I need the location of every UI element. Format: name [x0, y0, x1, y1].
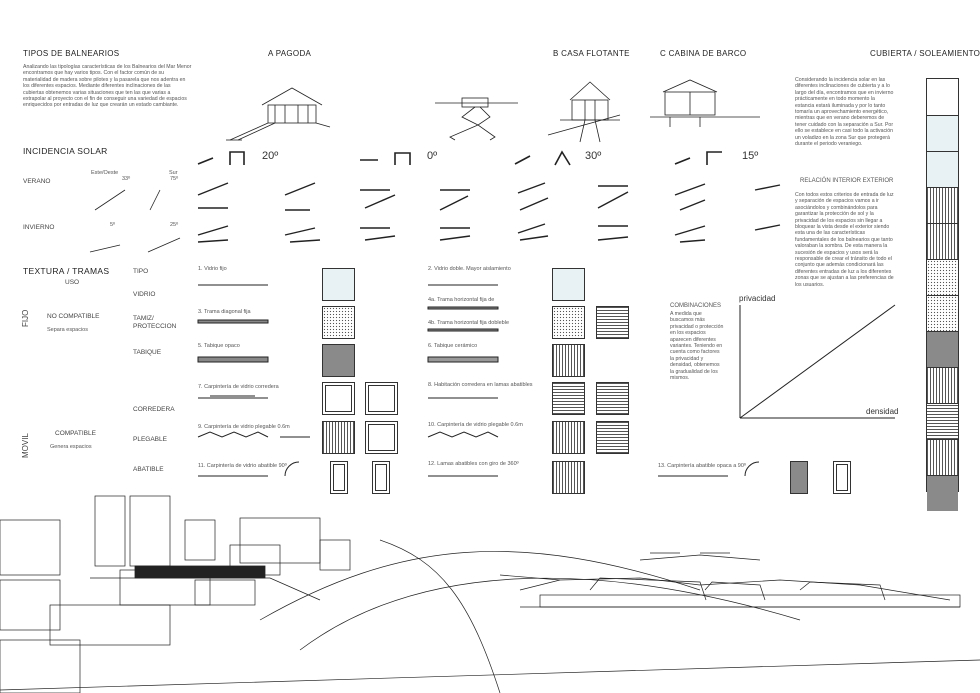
- label-genera-espacios: Genera espacios: [50, 444, 92, 450]
- item-7: 7. Carpintería de vidrio corredera: [198, 384, 279, 390]
- balneario-perspective: [499, 552, 961, 608]
- label-no-compatible: NO COMPATIBLE: [47, 313, 100, 320]
- pagoda-drawing: [226, 87, 331, 141]
- label-separa-espacios: Separa espacios: [47, 327, 88, 333]
- title-tipos: TIPOS DE BALNEARIOS: [23, 49, 120, 58]
- label-proteccion: PROTECCION: [133, 323, 177, 330]
- roof-angle-15: 15º: [742, 150, 759, 162]
- swatch-lamas-b: [596, 382, 629, 415]
- label-vidrio: VIDRIO: [133, 291, 156, 298]
- angle-verano-2: 75º: [170, 176, 179, 182]
- swatch-trama-horizontal-b: [596, 306, 629, 339]
- item-6: 6. Tabique cerámico: [428, 343, 478, 349]
- swatch-trama-horizontal: [552, 306, 585, 339]
- item-1: 1. Vidrio fijo: [198, 266, 227, 272]
- item-12: 12. Lamas abatibles con giro de 360º: [428, 461, 519, 467]
- item-11: 11. Carpintería de vidrio abatible 90º: [198, 463, 287, 469]
- label-sur: Sur: [169, 170, 178, 176]
- swatch-tabique-ceramico: [552, 344, 585, 377]
- combinaciones-text: A medida que buscamos más privacidad o p…: [670, 311, 724, 382]
- roof-angle-0: 0º: [427, 150, 438, 162]
- swatch-tabique-opaco: [322, 344, 355, 377]
- label-tamiz: TAMIZ/: [133, 315, 154, 322]
- cabina-drawing: [650, 79, 760, 127]
- item-8: 8. Habitación corredera en lamas abatibl…: [428, 382, 533, 388]
- cubierta-text: Considerando la incidencia solar en las …: [795, 77, 894, 148]
- label-tipo: TIPO: [133, 268, 149, 275]
- angle-invierno-1: 5º: [110, 222, 116, 228]
- item-5: 5. Tabique opaco: [198, 343, 240, 349]
- label-compatible: COMPATIBLE: [55, 430, 96, 437]
- item-3: 3. Trama diagonal fija: [198, 309, 251, 315]
- title-incidencia-solar: INCIDENCIA SOLAR: [23, 146, 108, 156]
- relacion-text: Con todos estos criterios de entrada de …: [795, 192, 894, 288]
- title-cabina: C CABINA DE BARCO: [660, 49, 747, 58]
- swatch-plegable: [322, 421, 355, 454]
- swatch-corredera-b: [365, 382, 398, 415]
- angle-invierno-2: 25º: [170, 222, 179, 228]
- roof-angle-30: 30º: [585, 150, 602, 162]
- swatch-trama-diagonal: [322, 306, 355, 339]
- swatch-plegable-2: [552, 421, 585, 454]
- swatch-lamas: [552, 382, 585, 415]
- city-blocks: [0, 495, 980, 693]
- sun-diagrams: [89, 189, 181, 253]
- item-4a: 4a. Trama horizontal fija de: [428, 297, 495, 303]
- graph-xlabel: densidad: [866, 407, 899, 416]
- item-10: 10. Carpintería de vidrio plegable 0.6m: [428, 422, 523, 428]
- swatch-abatible: [330, 461, 348, 494]
- swatch-abatible-b: [372, 461, 390, 494]
- swatch-plegable-2b: [596, 421, 629, 454]
- soleamiento-strip: [926, 78, 959, 511]
- casa-flotante-drawing: [547, 81, 621, 143]
- title-textura: TEXTURA / TRAMAS: [23, 266, 110, 276]
- graph-ylabel: privacidad: [739, 294, 776, 303]
- relacion-title: RELACIÓN INTERIOR EXTERIOR: [800, 178, 894, 184]
- swatch-lamas-360: [552, 461, 585, 494]
- plan-lines: [197, 284, 760, 477]
- roof-ray-rows: [197, 182, 781, 243]
- roof-sections: [197, 150, 722, 166]
- pier-drawing: [435, 97, 518, 141]
- label-corredera: CORREDERA: [133, 406, 175, 413]
- combinaciones-title: COMBINACIONES: [670, 303, 722, 309]
- item-2: 2. Vidrio doble. Mayor aislamiento: [428, 266, 511, 272]
- swatch-vidrio-doble: [552, 268, 585, 301]
- angle-verano-1: 33º: [122, 176, 131, 182]
- label-verano: VERANO: [23, 178, 51, 185]
- privacy-density-graph: [739, 304, 896, 419]
- swatch-vidrio-fijo: [322, 268, 355, 301]
- intro-paragraph: Analizando las tipologías característica…: [23, 64, 192, 109]
- swatch-plegable-b: [365, 421, 398, 454]
- swatch-abatible-opaca-b: [833, 461, 851, 494]
- label-este-oeste: Este/Oeste: [91, 170, 119, 176]
- title-pagoda: A PAGODA: [268, 49, 312, 58]
- label-plegable: PLEGABLE: [133, 436, 167, 443]
- item-4b: 4b. Trama horizontal fija dobleble: [428, 320, 510, 326]
- title-cubierta: CUBIERTA / SOLEAMIENTO: [870, 49, 980, 58]
- roof-angle-20: 20º: [262, 150, 279, 162]
- label-abatible: ABATIBLE: [133, 466, 164, 473]
- swatch-abatible-opaca: [790, 461, 808, 494]
- label-tabique: TABIQUE: [133, 349, 162, 356]
- item-9: 9. Carpintería de vidrio plegable 0.6m: [198, 424, 290, 430]
- label-uso: USO: [65, 279, 80, 286]
- perspective-dark-roof: [134, 565, 266, 579]
- item-13: 13. Carpintería abatible opaca a 90º: [658, 463, 746, 469]
- swatch-corredera: [322, 382, 355, 415]
- label-invierno: INVIERNO: [23, 224, 55, 231]
- title-casa-flotante: B CASA FLOTANTE: [553, 49, 630, 58]
